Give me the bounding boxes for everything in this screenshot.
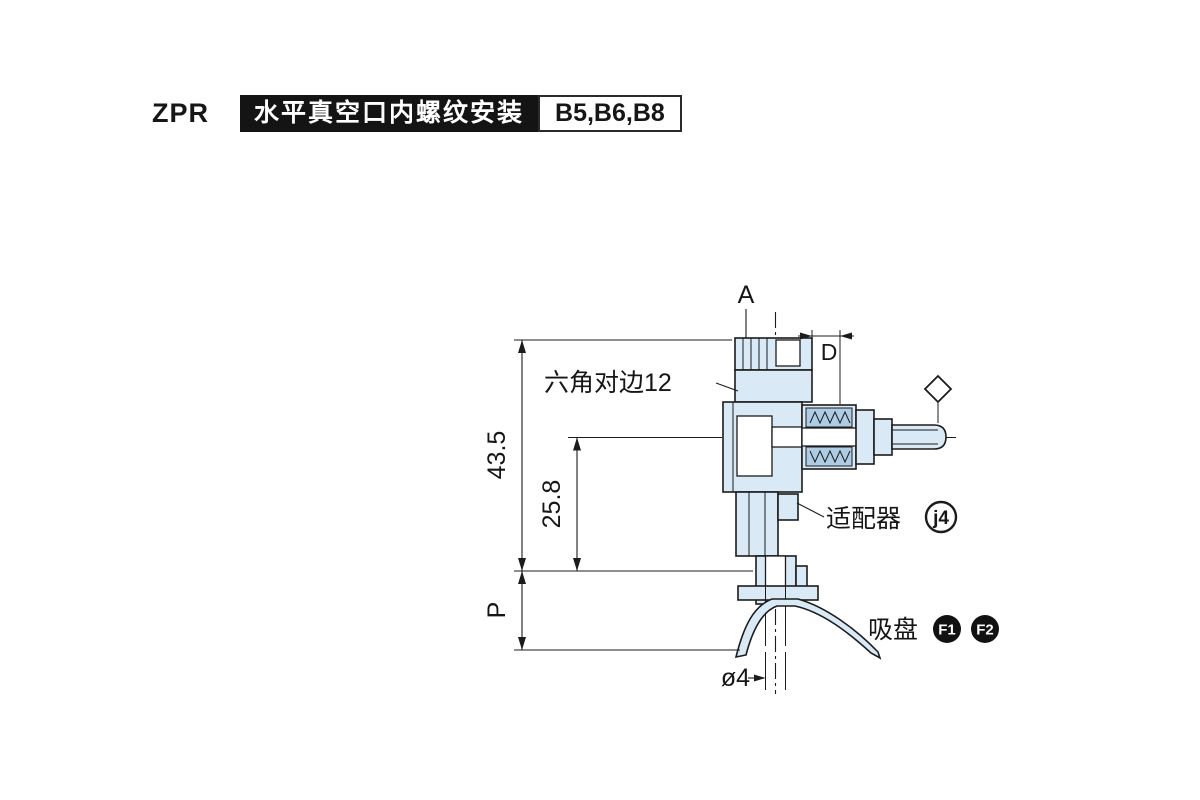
label-pad: 吸盘 F1 F2	[868, 615, 999, 644]
push-fitting-section	[801, 404, 947, 470]
dim-pad-height-label: P	[483, 602, 511, 619]
hose-nipple	[891, 424, 947, 450]
pad-retainer-tab	[795, 565, 808, 588]
dim-port-height-label: 25.8	[538, 480, 566, 529]
pad-flange	[737, 585, 819, 601]
pad-ref1-circle	[933, 615, 961, 643]
title-badge: 水平真空口内螺纹安装	[240, 95, 539, 132]
dim-d-label: D	[821, 339, 838, 365]
diamond-marker	[923, 374, 953, 423]
page-header: ZPR 水平真空口内螺纹安装 B5,B6,B8	[152, 95, 682, 132]
dim-total-height-label: 43.5	[483, 431, 511, 480]
dimension-a: A	[738, 281, 755, 338]
dim-bore-dia-label: ø4	[721, 664, 750, 692]
dimension-d: D	[798, 330, 854, 404]
adapter-ref-label: j4	[932, 508, 949, 529]
pad-ref1-label: F1	[938, 622, 956, 639]
stem-section	[737, 555, 819, 646]
label-hex-flats: 六角对边12	[544, 369, 739, 397]
pad-label: 吸盘	[868, 616, 918, 644]
adapter-label: 适配器	[826, 505, 901, 533]
pad-ref2-label: F2	[976, 622, 994, 639]
dimension-43-5: 43.5	[483, 339, 753, 572]
series-code: ZPR	[152, 98, 209, 128]
vacuum-channel	[771, 426, 803, 448]
adapter-ref-circle	[924, 500, 958, 534]
adapter-hex-section	[735, 491, 799, 557]
main-body-section	[722, 401, 803, 493]
pad-ref2-circle	[971, 615, 999, 643]
body-bore	[736, 415, 773, 477]
hex-flats-label: 六角对边12	[544, 369, 672, 397]
dimension-25-8: 25.8	[538, 437, 722, 571]
dimension-dia4: ø4	[721, 652, 786, 692]
suction-cup-section	[734, 598, 882, 660]
port-notch	[775, 339, 801, 367]
dimension-p: P	[483, 571, 740, 651]
top-port-section	[734, 337, 813, 403]
adapter-sleeve	[777, 493, 799, 521]
dim-a-label: A	[738, 281, 755, 309]
label-adapter: 适配器 j4	[796, 500, 958, 534]
model-codes-box: B5,B6,B8	[538, 95, 682, 132]
